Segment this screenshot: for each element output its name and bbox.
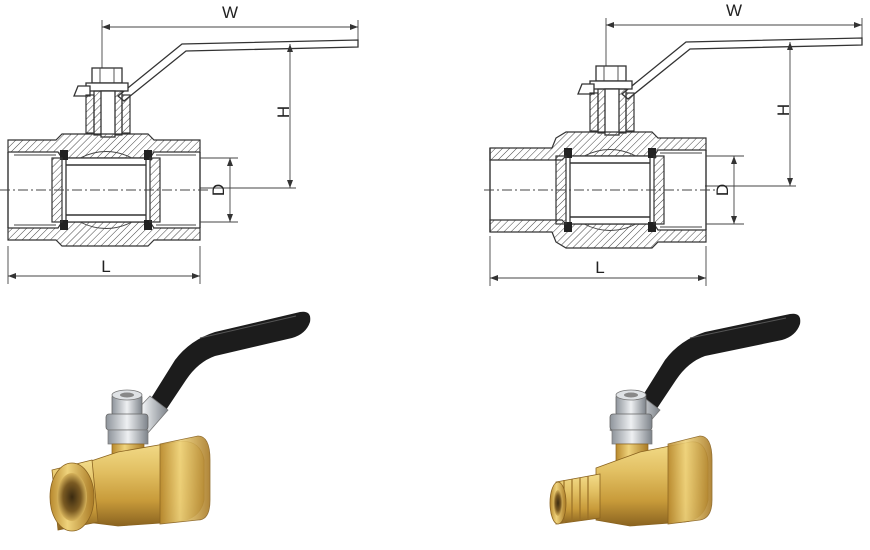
diameter-label: D: [713, 184, 732, 196]
height-label: H: [774, 104, 793, 116]
width-label: W: [726, 1, 742, 20]
width-label: W: [222, 3, 238, 22]
length-label: L: [101, 257, 110, 276]
diameter-label: D: [209, 184, 228, 196]
valve-drawing-female-female: W H: [0, 3, 359, 284]
height-label: H: [274, 106, 293, 118]
valve-drawing-male-female: W H: [484, 1, 863, 286]
length-label: L: [595, 258, 604, 277]
brass-ball-valve-male-female-ends-icon: [549, 313, 801, 527]
brass-ball-valve-female-ends-icon: [49, 311, 311, 532]
